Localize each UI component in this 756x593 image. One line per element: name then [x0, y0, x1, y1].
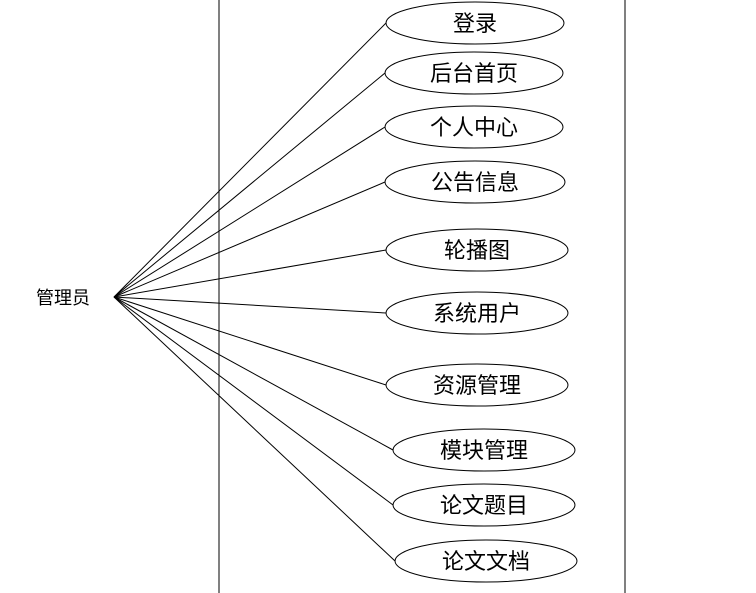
- use-case[interactable]: 系统用户: [385, 291, 569, 335]
- use-case-label: 后台首页: [430, 62, 518, 87]
- association-line: [113, 181, 386, 298]
- association-lines: [113, 22, 396, 562]
- use-case-label: 系统用户: [433, 302, 521, 327]
- use-case[interactable]: 登录: [385, 1, 565, 45]
- use-case-ellipse: [384, 160, 566, 204]
- use-case-ellipse: [384, 51, 564, 95]
- association-line: [113, 296, 396, 562]
- use-case-ellipse: [385, 228, 569, 272]
- use-case-label: 资源管理: [433, 374, 521, 399]
- use-case-ellipse: [394, 539, 578, 583]
- use-case-ellipse: [385, 1, 565, 45]
- association-line: [113, 296, 394, 506]
- association-line: [113, 296, 394, 451]
- use-case[interactable]: 后台首页: [384, 51, 564, 95]
- use-case-ellipse: [392, 483, 576, 527]
- use-case[interactable]: 模块管理: [392, 428, 576, 472]
- use-case-ellipse: [385, 363, 569, 407]
- use-case-ellipse: [392, 428, 576, 472]
- use-case[interactable]: 轮播图: [385, 228, 569, 272]
- association-line: [113, 126, 386, 298]
- use-case-label: 个人中心: [430, 116, 518, 141]
- association-line: [113, 72, 386, 298]
- association-line: [113, 296, 387, 386]
- association-line: [113, 249, 387, 298]
- use-case-label: 模块管理: [440, 439, 528, 464]
- use-case-ellipse: [384, 105, 564, 149]
- use-case[interactable]: 论文文档: [394, 539, 578, 583]
- use-case-label: 轮播图: [444, 239, 510, 264]
- use-case-label: 论文题目: [440, 494, 528, 519]
- use-case[interactable]: 个人中心: [384, 105, 564, 149]
- actor-label: 管理员: [36, 288, 90, 309]
- use-case-label: 登录: [453, 12, 497, 37]
- use-case-label: 公告信息: [431, 171, 519, 196]
- use-case[interactable]: 资源管理: [385, 363, 569, 407]
- use-case[interactable]: 论文题目: [392, 483, 576, 527]
- association-line: [113, 296, 387, 314]
- association-line: [113, 22, 387, 298]
- use-case-label: 论文文档: [442, 550, 530, 575]
- use-case-ellipse: [385, 291, 569, 335]
- use-case[interactable]: 公告信息: [384, 160, 566, 204]
